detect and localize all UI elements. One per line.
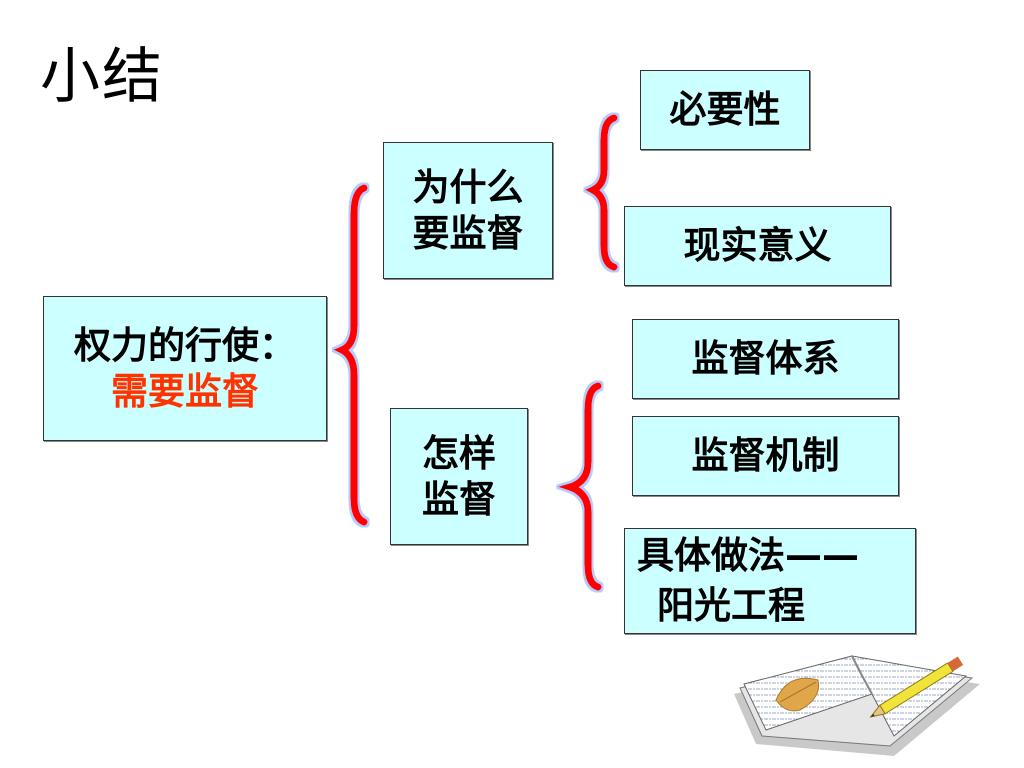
leaf-concrete-practice: 具体做法—— 阳光工程 (624, 528, 916, 634)
brace-why (585, 114, 618, 271)
leaf-necessity: 必要性 (640, 70, 810, 150)
root-highlight: 需要监督 (111, 369, 259, 413)
leaf-supervision-system: 监督体系 (632, 319, 899, 399)
brace-main (333, 184, 368, 526)
root-label: 权力的行使： (74, 323, 296, 367)
branch-why-node: 为什么 要监督 (383, 142, 553, 279)
slide-title: 小结 (40, 42, 164, 112)
brace-how (558, 382, 602, 591)
leaf-concrete-practice-label-2: 阳光工程 (657, 584, 805, 627)
branch-why-label-2: 要监督 (412, 211, 524, 255)
leaf-practical-meaning-label: 现实意义 (683, 224, 832, 267)
branch-how-node: 怎样 监督 (390, 408, 528, 545)
leaf-supervision-system-label: 监督体系 (691, 337, 840, 380)
leaf-supervision-mechanism: 监督机制 (632, 416, 899, 496)
leaf-supervision-mechanism-label: 监督机制 (691, 434, 840, 477)
leaf-necessity-label: 必要性 (669, 88, 781, 131)
branch-how-label-1: 怎样 (422, 431, 496, 475)
leaf-practical-meaning: 现实意义 (624, 206, 891, 286)
open-book-pencil-illustration (734, 655, 980, 756)
branch-how-label-2: 监督 (422, 477, 496, 521)
leaf-concrete-practice-label-1: 具体做法—— (637, 534, 859, 577)
branch-why-label-1: 为什么 (412, 165, 524, 209)
root-node: 权力的行使： 需要监督 (43, 296, 327, 441)
